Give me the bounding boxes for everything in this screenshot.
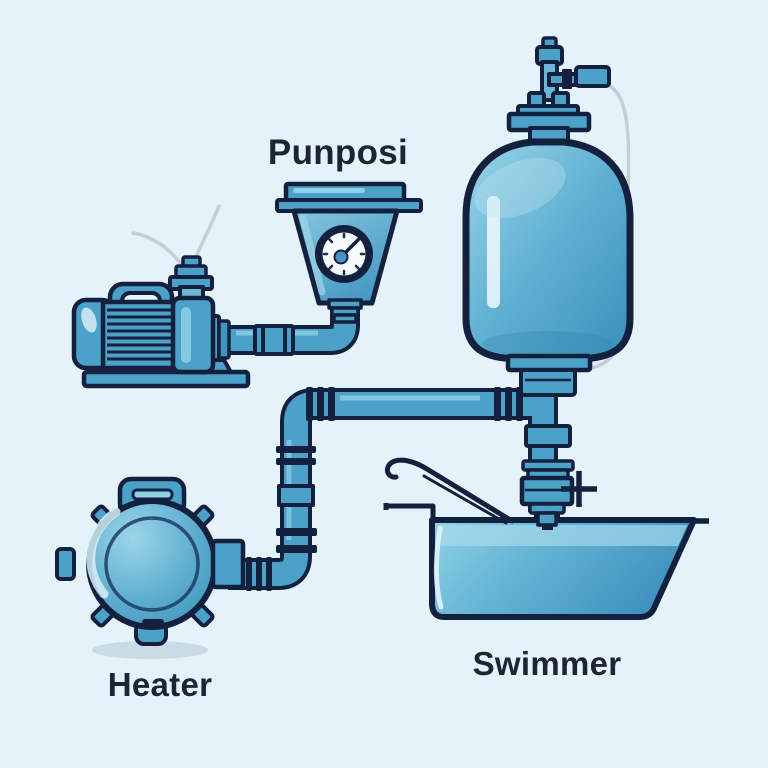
riser-lower-flange-icon [276,528,317,553]
tank-bottom-shade-icon [482,331,614,357]
heater-bottom-dash [142,619,164,625]
heater-left-stub-icon [55,547,76,581]
pump-pipe-union-tick [283,324,287,356]
gauge-hub-icon [333,249,349,265]
inlet-tick [556,514,560,523]
pump-fins-block-icon [100,299,178,371]
inlet-tip-icon [542,524,553,530]
pump-to-filter-pipe-fill [218,306,356,351]
pool-inlet-fitting [519,475,575,530]
mid-pipe-coupling-right-icon [494,387,523,421]
heater-sheen [86,507,121,599]
heater-outlet-icon [210,538,246,590]
pump-fins-icon [107,308,171,361]
tank-drain-collar-icon [519,368,577,397]
filter-funnel-with-pressure-gauge [275,181,423,324]
heater-shadow-icon [92,641,208,659]
filter-label: Punposi [267,133,409,172]
funnel-nipple-ridge [332,313,358,324]
heater-label: Heater [107,666,213,703]
mid-pipe-coupling-left-icon [306,387,335,421]
inlet-tick [534,514,538,523]
pump-cable-left-icon [131,231,186,270]
inlet-pipe-icon [536,511,558,527]
pump-motor-sheen [81,307,97,333]
pressure-gauge-icon [315,225,373,283]
heater [55,476,246,659]
pool-water-band [441,525,687,546]
water-pump [71,255,251,389]
drop-pipe-box-icon [524,424,572,448]
tank-valve-handle-icon [574,65,611,88]
storage-tank [462,36,634,362]
tank-valve-arm-collar-icon [562,69,572,89]
plus-mark-icon [561,471,597,507]
pump-head-highlight [181,307,191,363]
tank-highlight-icon [487,196,500,308]
gauge-ticks [322,232,366,276]
tank-sheen-icon [474,157,566,219]
pool-label: Swimmer [472,645,622,682]
pool-wall-highlight [433,525,444,610]
pump-base-icon [81,369,251,389]
riser-union-icon [277,484,315,507]
pump-pipe-union-tick [261,324,265,356]
tank-bottom-flange-icon [505,353,593,373]
riser-flange-pair-icon [276,446,316,465]
pool-handrail-icon [384,457,515,525]
funnel-body-highlight [299,214,326,296]
heater-pipe-coupling-icon [246,557,272,591]
pump-outlet-flange2-icon [217,319,231,360]
funnel-lid-highlight [293,188,365,193]
pump-head-icon [170,295,216,375]
heater-inner-ring-icon [104,516,200,612]
heater-cap-slot-icon [131,488,174,501]
swimming-pool [383,503,709,620]
pump-pipe-union-icon [253,324,295,356]
pool-left-ledge-icon [383,503,436,519]
